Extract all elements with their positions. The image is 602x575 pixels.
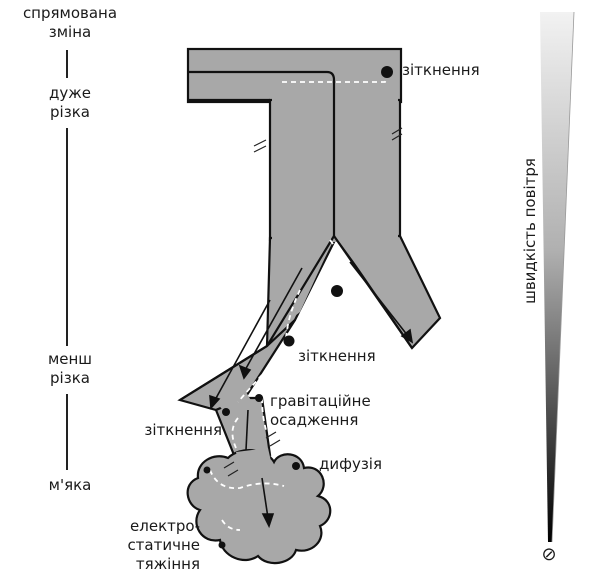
scale-level3: м'яка xyxy=(14,476,126,495)
particle-junction xyxy=(331,285,343,297)
particle-electro xyxy=(219,542,226,549)
scale-level1-line1: дуже xyxy=(14,84,126,103)
label-collision-mid: зіткнення xyxy=(298,347,376,366)
particle-diffusion xyxy=(292,462,300,470)
scale-top-label-1: спрямована xyxy=(14,4,126,23)
label-collision-low: зіткнення xyxy=(120,421,222,440)
particle-gravity xyxy=(255,394,263,402)
scale-level2-line1: менш xyxy=(14,350,126,369)
particle-collision-top xyxy=(381,66,393,78)
particle-collision-low xyxy=(222,408,230,416)
air-speed-gradient-bar xyxy=(540,12,574,542)
scale-line-3 xyxy=(66,394,68,470)
label-diffusion: дифузія xyxy=(319,455,382,474)
air-speed-label: швидкість повітря xyxy=(521,151,539,311)
label-electro-3: тяжіння xyxy=(108,555,200,574)
label-electro-1: електро- xyxy=(108,517,200,536)
airway-tree xyxy=(180,49,440,563)
scale-level2-line2: різка xyxy=(14,369,126,388)
scale-top-label-2: зміна xyxy=(14,23,126,42)
air-speed-zero-symbol: ⊘ xyxy=(536,544,562,566)
particle-collision-mid xyxy=(284,336,295,347)
label-gravity-2: осадження xyxy=(270,411,358,430)
label-electro-2: статичне xyxy=(108,536,200,555)
scale-line-1 xyxy=(66,50,68,78)
scale-level1-line2: різка xyxy=(14,103,126,122)
particle-alveolus-1 xyxy=(204,467,211,474)
label-gravity-1: гравітаційне xyxy=(270,392,371,411)
scale-line-2 xyxy=(66,128,68,346)
label-collision-top: зіткнення xyxy=(402,61,480,80)
